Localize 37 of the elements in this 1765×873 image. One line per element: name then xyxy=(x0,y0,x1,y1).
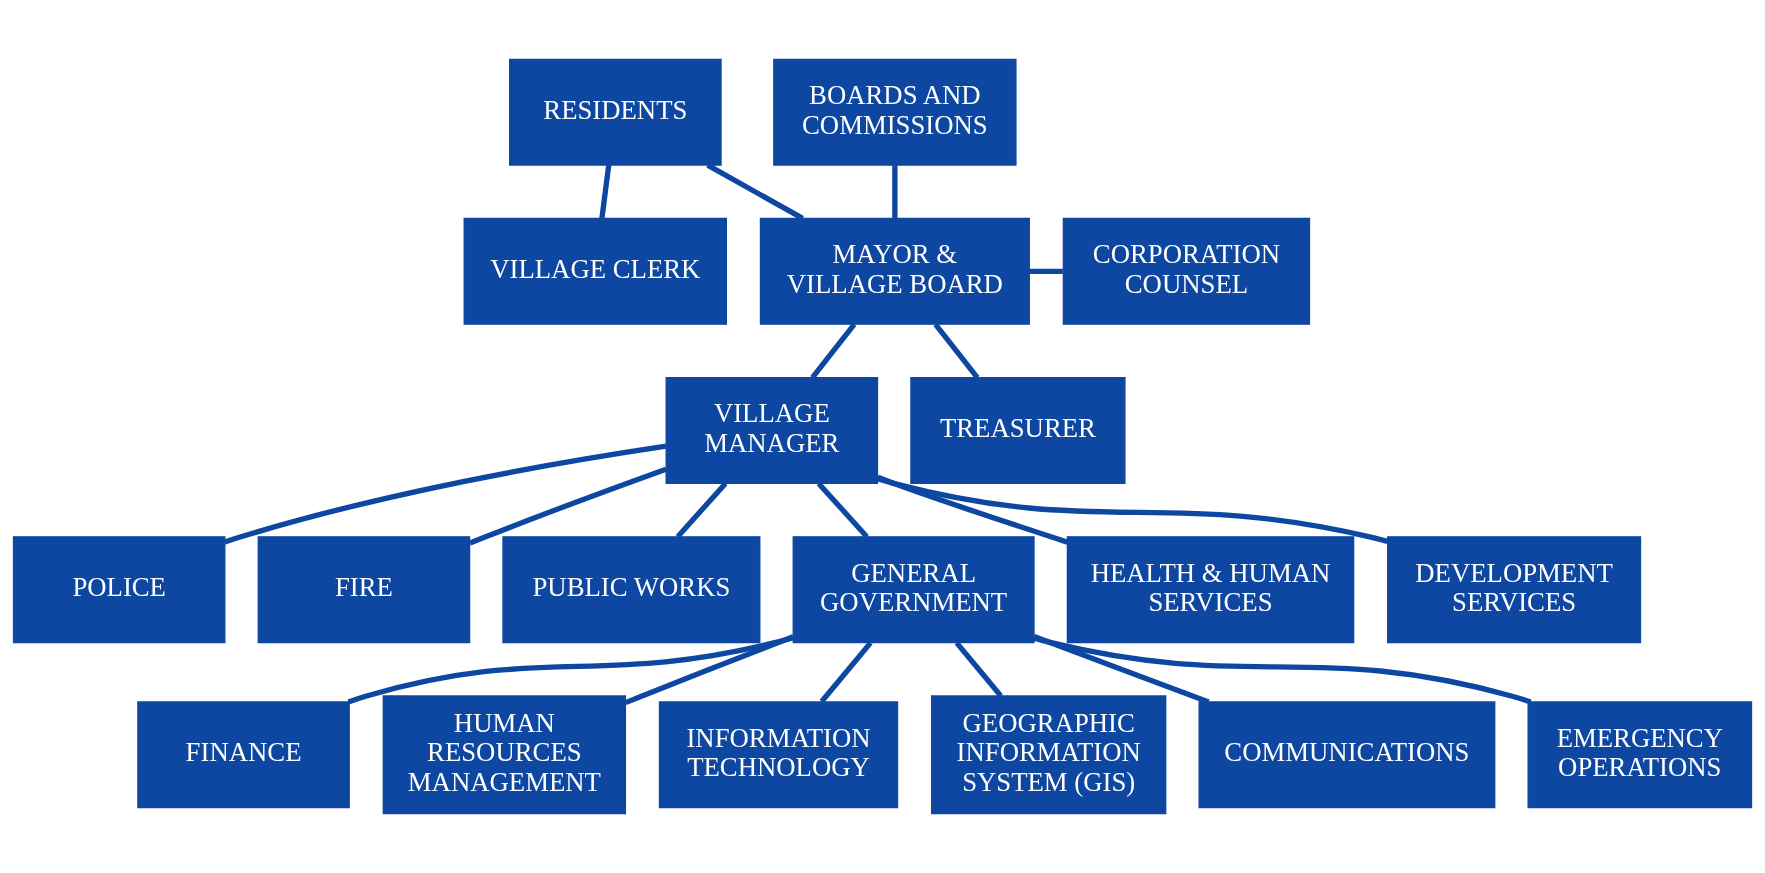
node-box: VILLAGE CLERK xyxy=(463,217,728,325)
node-box: HEALTH & HUMAN SERVICES xyxy=(1066,536,1355,644)
node-box: TREASURER xyxy=(910,376,1126,484)
connector xyxy=(892,165,898,219)
node-box: FINANCE xyxy=(137,701,350,809)
node-box: EMERGENCY OPERATIONS xyxy=(1527,701,1753,809)
connector xyxy=(1033,633,1210,705)
node-box: RESIDENTS xyxy=(509,58,722,166)
connector xyxy=(816,481,869,539)
connector xyxy=(933,322,980,380)
connector xyxy=(224,443,667,545)
connector xyxy=(954,641,1003,698)
node-box: FIRE xyxy=(257,536,471,644)
node-box: MAYOR & VILLAGE BOARD xyxy=(759,217,1030,325)
connector xyxy=(347,635,794,705)
connector xyxy=(469,466,667,546)
connector xyxy=(599,164,612,219)
node-box: CORPORATION COUNSEL xyxy=(1062,217,1311,325)
node-box: DEVELOPMENT SERVICES xyxy=(1387,536,1642,644)
node-box: HUMAN RESOURCES MANAGEMENT xyxy=(382,695,627,815)
node-box: POLICE xyxy=(12,536,226,644)
node-box: PUBLIC WORKS xyxy=(502,536,761,644)
node-box: COMMUNICATIONS xyxy=(1198,701,1496,809)
connector xyxy=(675,481,728,539)
node-box: VILLAGE MANAGER xyxy=(665,376,879,484)
connector xyxy=(706,162,804,221)
node-box: INFORMATION TECHNOLOGY xyxy=(658,701,899,809)
node-box: BOARDS AND COMMISSIONS xyxy=(773,58,1017,166)
connector xyxy=(876,474,1069,545)
node-box: GEOGRAPHIC INFORMATION SYSTEM (GIS) xyxy=(931,695,1167,815)
connector xyxy=(876,476,1389,544)
connector xyxy=(819,641,873,704)
connector xyxy=(1029,268,1063,274)
connector xyxy=(1033,635,1532,705)
connector xyxy=(810,322,857,380)
node-box: GENERAL GOVERNMENT xyxy=(792,536,1035,644)
connector xyxy=(624,634,794,706)
